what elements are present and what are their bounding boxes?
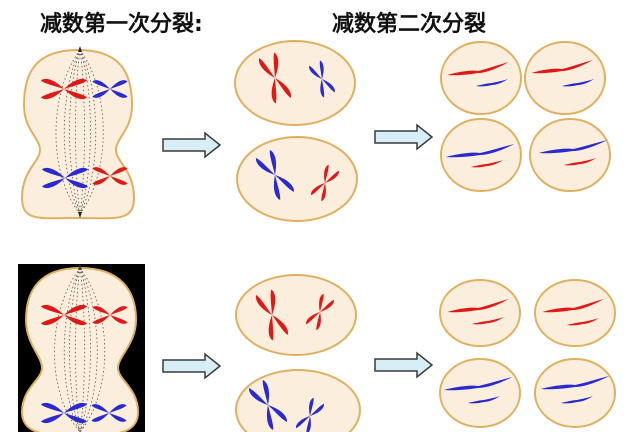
- centrosome-top: [78, 264, 82, 270]
- centrosome-bottom: [78, 212, 82, 218]
- spindle-fibers: [54, 267, 106, 432]
- cell-telophase-2-bottom-2: [534, 279, 616, 347]
- cell-telophase-2-top-4: [529, 118, 611, 192]
- right-arrow-icon: [162, 352, 222, 380]
- right-arrow-icon: [162, 131, 222, 159]
- centrosome-top: [78, 46, 82, 52]
- cell-telophase-2-bottom-3: [439, 358, 521, 428]
- cell-prophase-2-bottom-a: [235, 274, 357, 356]
- cell-telophase-2-top-1: [440, 41, 522, 115]
- right-arrow-icon: [374, 351, 434, 379]
- cell-telophase-2-top-2: [524, 41, 606, 115]
- cell-prophase-2-top-a: [234, 40, 356, 126]
- right-arrow-icon: [374, 123, 434, 151]
- cell-prophase-2-bottom-b: [235, 369, 361, 432]
- cell-anaphase-1-top: [20, 46, 136, 220]
- cell-telophase-2-top-3: [440, 118, 522, 192]
- title-meiosis-1: 减数第一次分裂:: [40, 12, 203, 37]
- cell-telophase-2-bottom-4: [534, 358, 616, 428]
- spindle-fibers: [55, 49, 104, 215]
- cell-prophase-2-top-b: [236, 136, 358, 222]
- cell-anaphase-1-bottom: [20, 264, 140, 432]
- cell-telophase-2-bottom-1: [439, 279, 521, 347]
- title-meiosis-2: 减数第二次分裂: [332, 12, 487, 37]
